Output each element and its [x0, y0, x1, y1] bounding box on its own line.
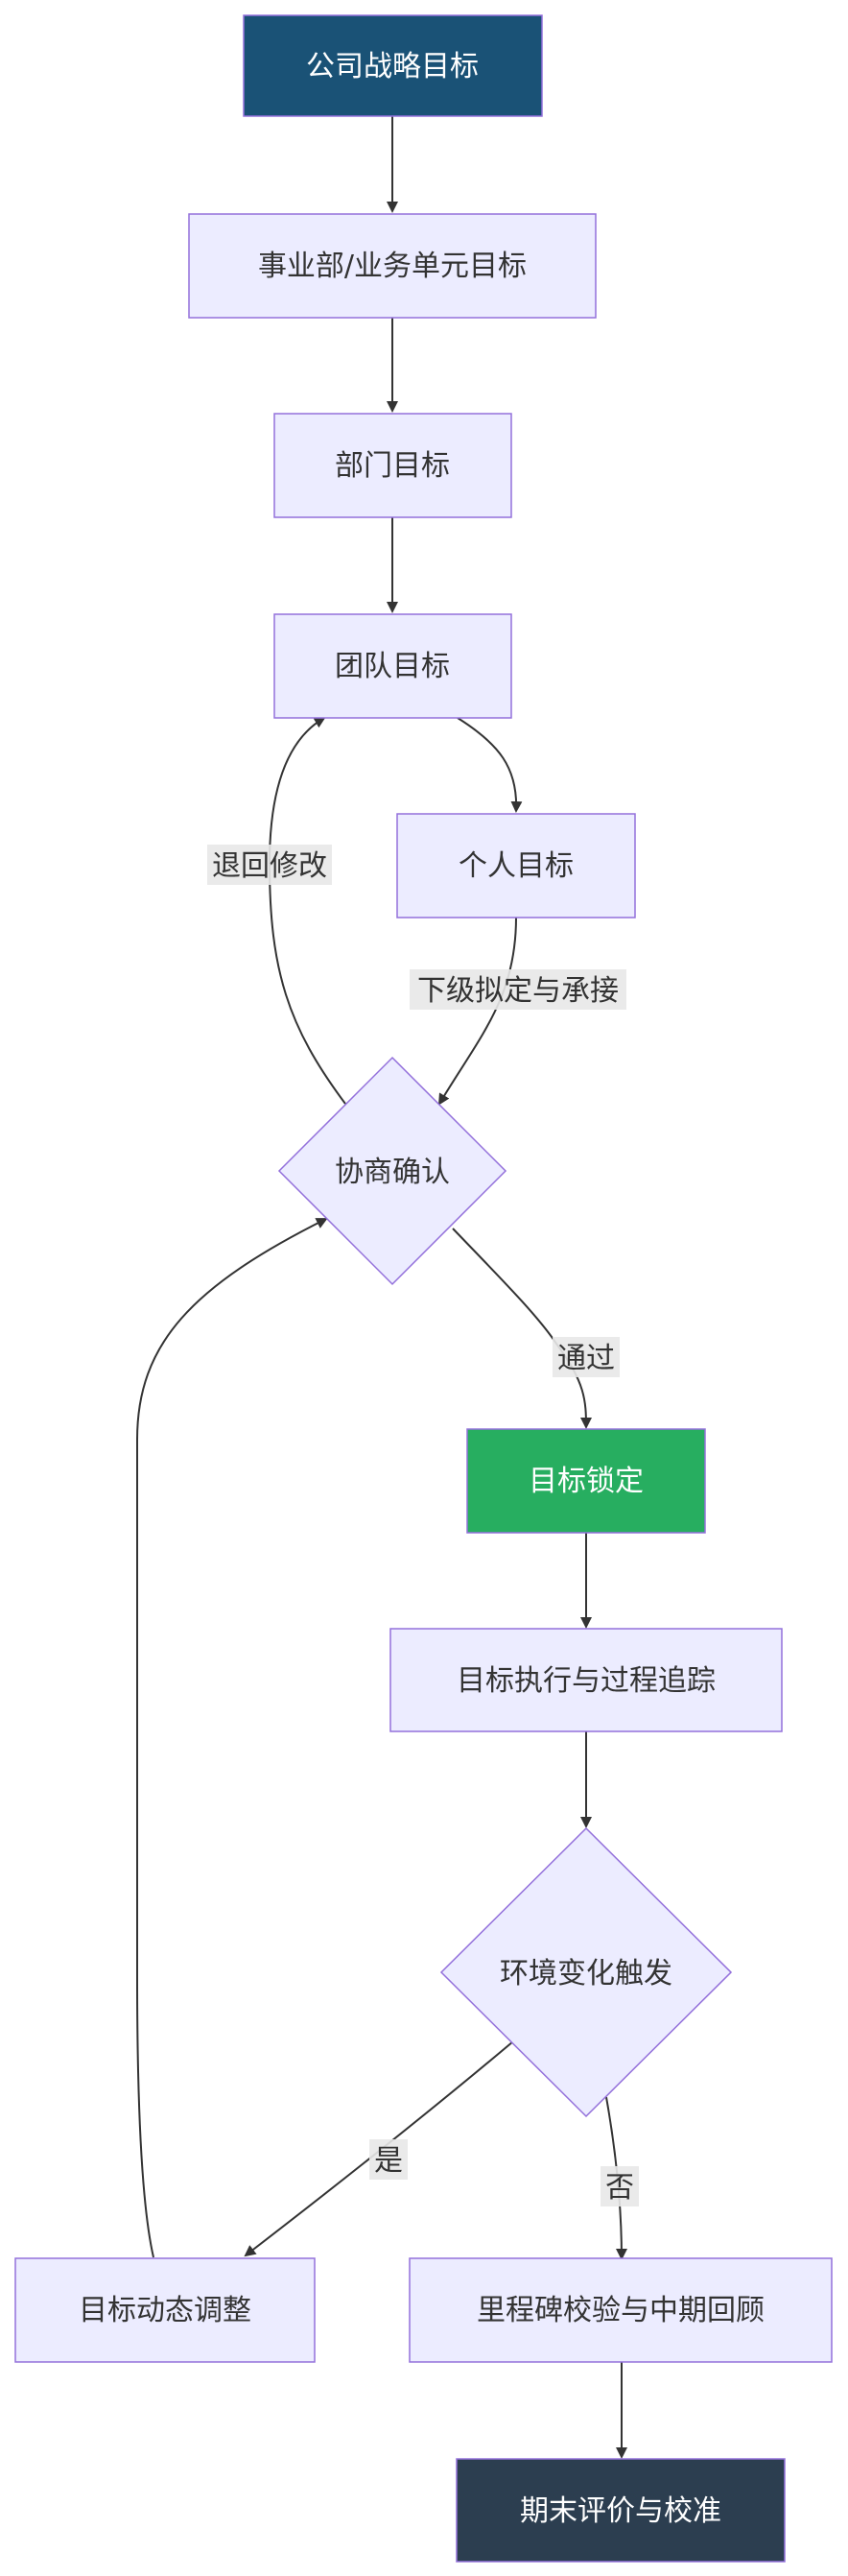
node-goal-locked: 目标锁定 — [466, 1428, 706, 1534]
node-env-change-label: 环境变化触发 — [500, 1957, 672, 1991]
node-execute-track: 目标执行与过程追踪 — [389, 1628, 783, 1732]
node-dynamic-adjust: 目标动态调整 — [14, 2257, 316, 2363]
edge-negotiate-to-locked — [452, 1228, 592, 1429]
node-final-eval-label: 期末评价与校准 — [520, 2494, 721, 2528]
node-dept-goal: 部门目标 — [273, 413, 512, 518]
edge-label-sub-draft-accept-text: 下级拟定与承接 — [417, 974, 619, 1008]
node-final-eval: 期末评价与校准 — [456, 2458, 786, 2563]
node-bu-goal: 事业部/业务单元目标 — [188, 213, 597, 319]
edge-label-pass: 通过 — [553, 1337, 620, 1377]
edge-label-yes: 是 — [369, 2139, 408, 2180]
node-milestone-review-label: 里程碑校验与中期回顾 — [477, 2294, 765, 2327]
node-company-goal: 公司战略目标 — [243, 14, 543, 117]
edge-team-to-personal — [457, 717, 523, 813]
node-bu-goal-label: 事业部/业务单元目标 — [258, 250, 527, 283]
node-negotiate-label: 协商确认 — [335, 1156, 450, 1189]
edge-label-yes-text: 是 — [374, 2144, 403, 2178]
edge-label-sub-draft-accept: 下级拟定与承接 — [410, 969, 626, 1010]
node-negotiate: 协商确认 — [277, 1056, 507, 1286]
node-env-change: 环境变化触发 — [439, 1826, 733, 2118]
edge-labels: 退回修改 下级拟定与承接 通过 是 否 — [207, 845, 639, 2206]
node-company-goal-label: 公司战略目标 — [306, 50, 479, 83]
node-dept-goal-label: 部门目标 — [335, 449, 450, 483]
node-team-goal-label: 团队目标 — [335, 650, 450, 683]
edge-adjust-to-negotiate — [136, 1218, 328, 2258]
edge-label-no: 否 — [601, 2166, 639, 2206]
node-personal-goal-label: 个人目标 — [459, 849, 574, 883]
nodes: 公司战略目标 事业部/业务单元目标 部门目标 团队目标 个人目标 协商确认 目标… — [14, 14, 833, 2563]
node-milestone-review: 里程碑校验与中期回顾 — [409, 2257, 833, 2363]
edge-personal-to-negotiate — [437, 917, 517, 1106]
edge-label-return-modify-text: 退回修改 — [212, 849, 327, 883]
node-team-goal: 团队目标 — [273, 613, 512, 719]
node-execute-track-label: 目标执行与过程追踪 — [457, 1664, 716, 1698]
node-goal-locked-label: 目标锁定 — [529, 1465, 644, 1498]
edge-label-pass-text: 通过 — [557, 1342, 615, 1375]
edge-negotiate-to-team — [268, 716, 346, 1105]
edge-label-no-text: 否 — [605, 2171, 634, 2205]
node-personal-goal: 个人目标 — [396, 813, 636, 918]
edge-label-return-modify: 退回修改 — [207, 845, 332, 885]
node-dynamic-adjust-label: 目标动态调整 — [79, 2294, 251, 2327]
